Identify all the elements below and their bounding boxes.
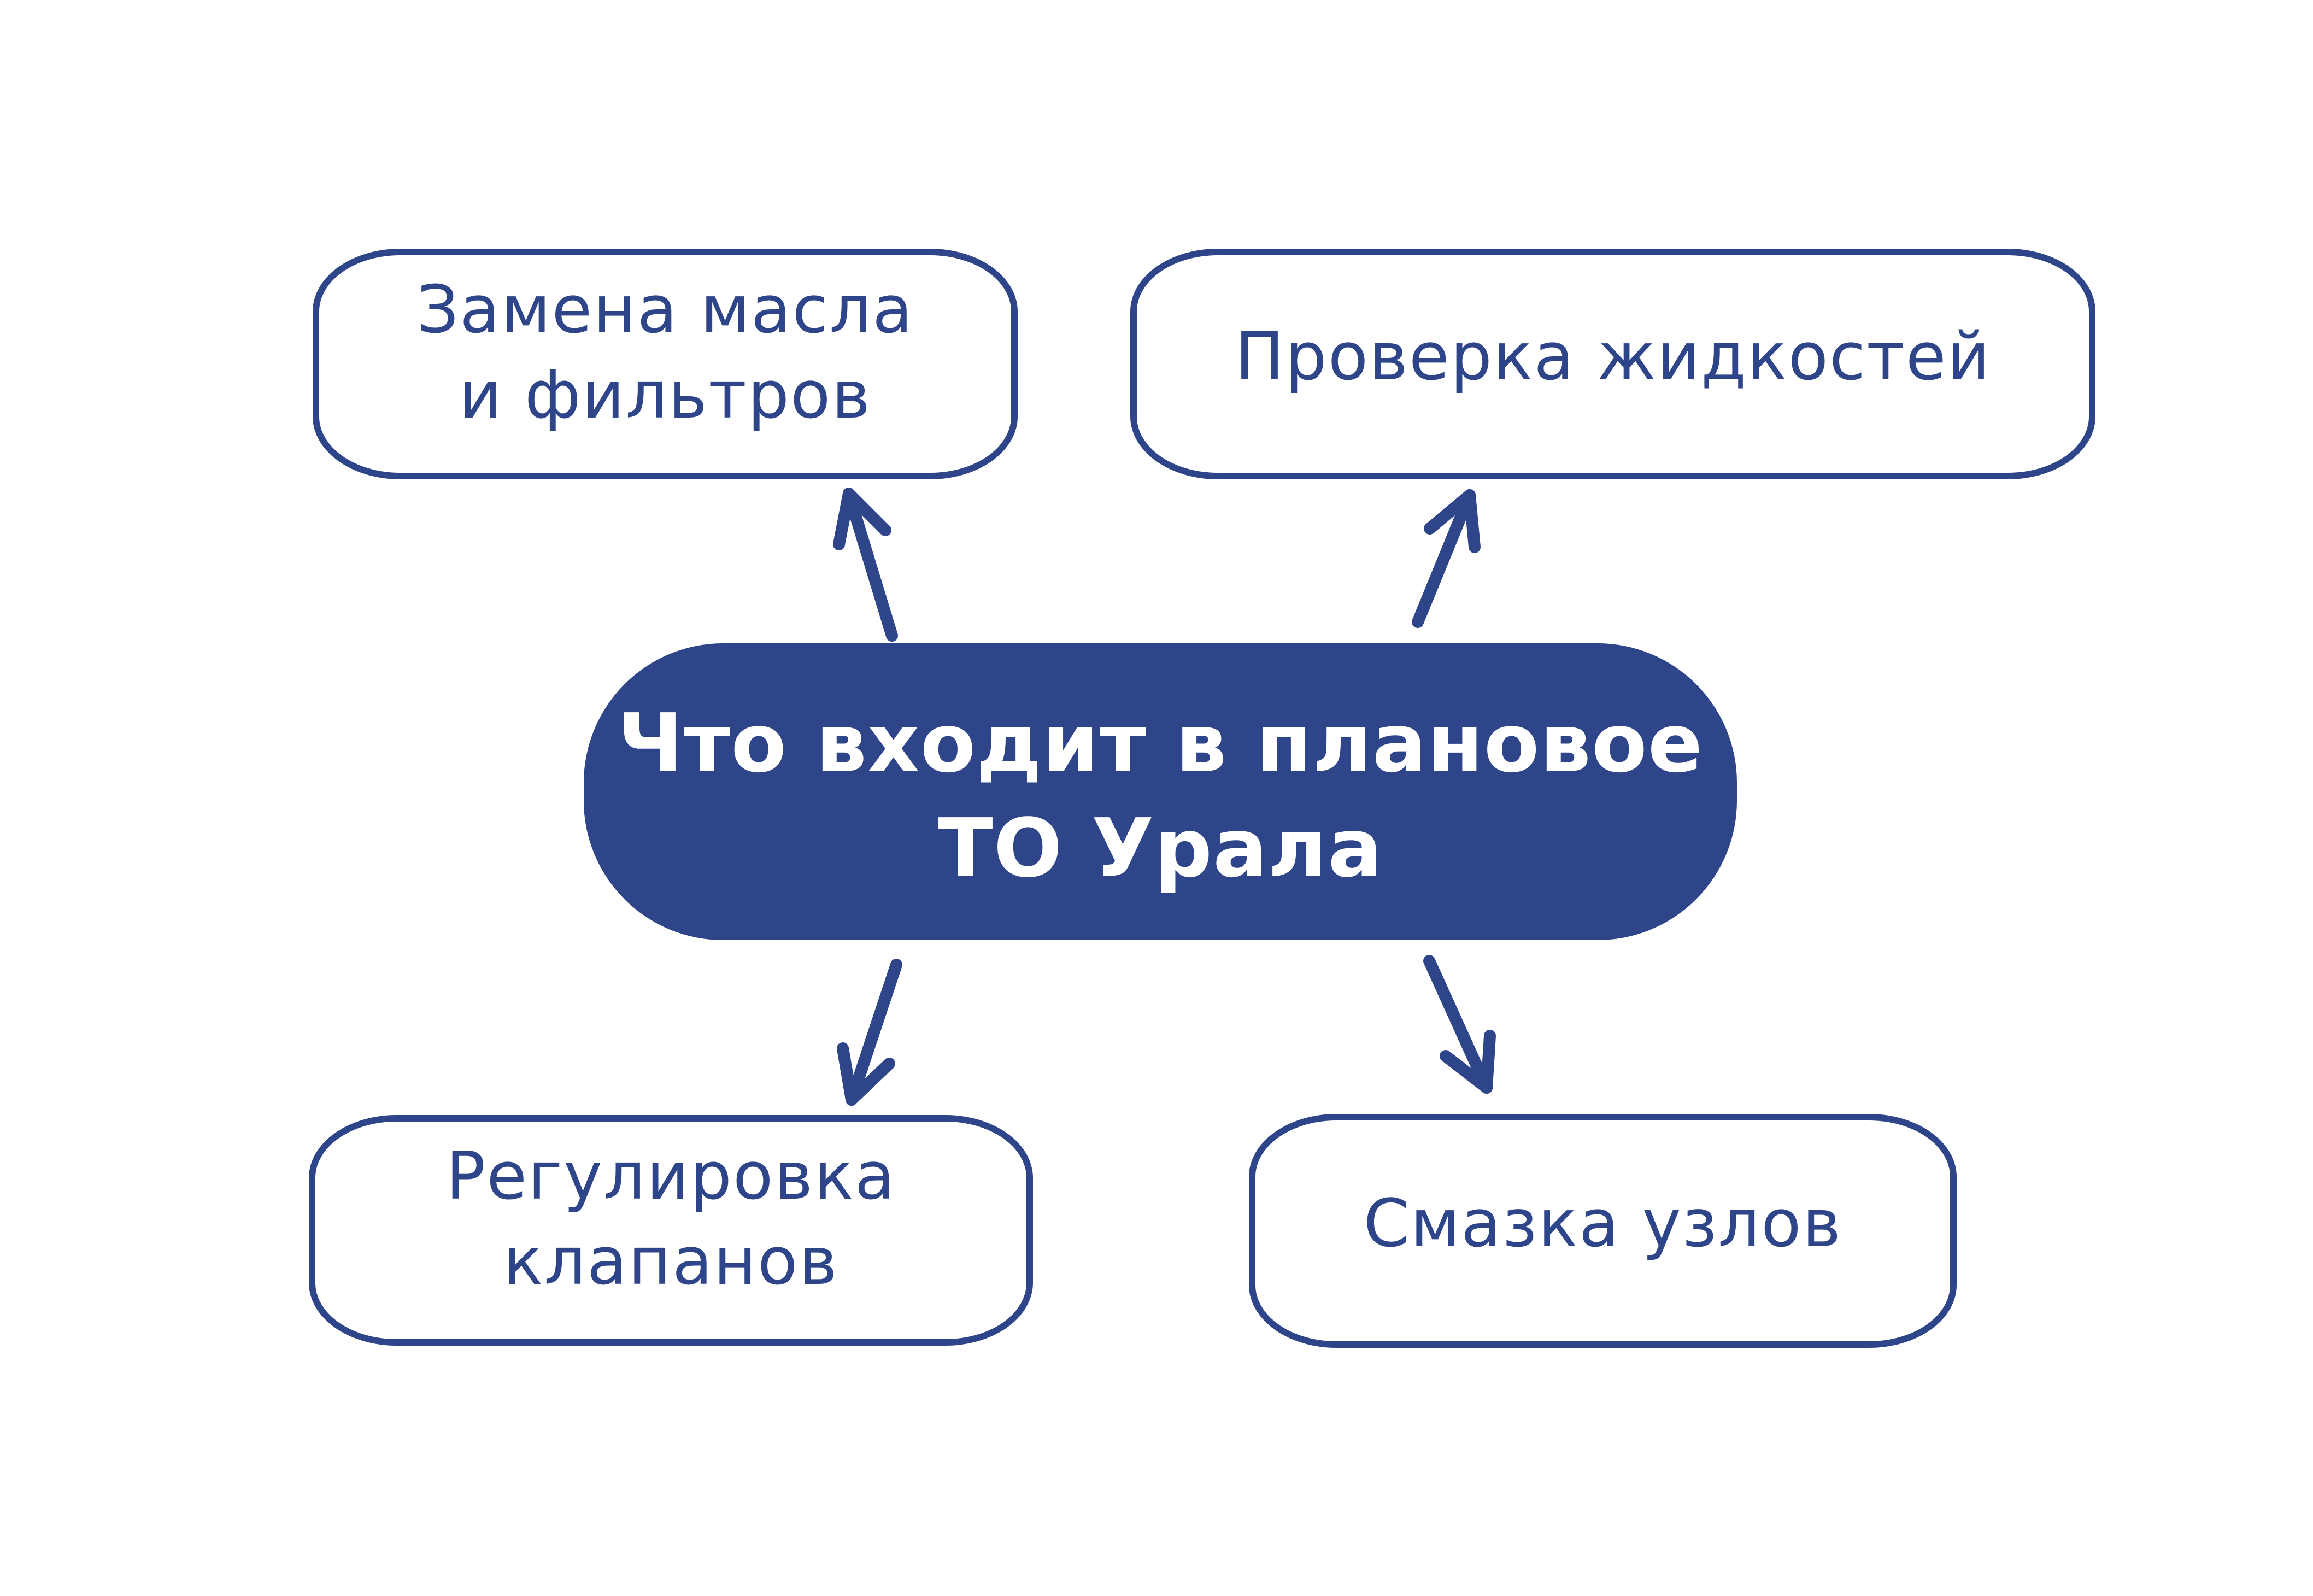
node-valve-adjustment: Регулировка клапанов — [309, 1115, 1033, 1346]
central-topic-line-1: Что входит в плановое — [617, 696, 1704, 790]
node-label-line: клапанов — [503, 1224, 839, 1300]
central-topic-box: Что входит в плановое ТО Урала — [584, 643, 1737, 940]
central-topic-line-2: ТО Урала — [937, 801, 1383, 895]
arrow-center-to-bottom-right-icon — [1423, 955, 1496, 1094]
node-label-line: Проверка жидкостей — [1235, 319, 1991, 395]
node-label-line: Замена масла — [416, 272, 914, 348]
node-label-line: Смазка узлов — [1363, 1186, 1842, 1262]
arrow-center-to-top-left-icon — [833, 488, 898, 642]
node-label-line: и фильтров — [459, 357, 872, 433]
arrow-center-to-top-right-icon — [1412, 489, 1481, 628]
node-label-line: Регулировка — [445, 1139, 896, 1214]
arrow-center-to-bottom-left-icon — [837, 959, 902, 1106]
node-fluid-check: Проверка жидкостей — [1130, 249, 2095, 479]
node-oil-and-filter-change: Замена масла и фильтров — [313, 249, 1018, 479]
node-unit-lubrication: Смазка узлов — [1249, 1114, 1957, 1348]
